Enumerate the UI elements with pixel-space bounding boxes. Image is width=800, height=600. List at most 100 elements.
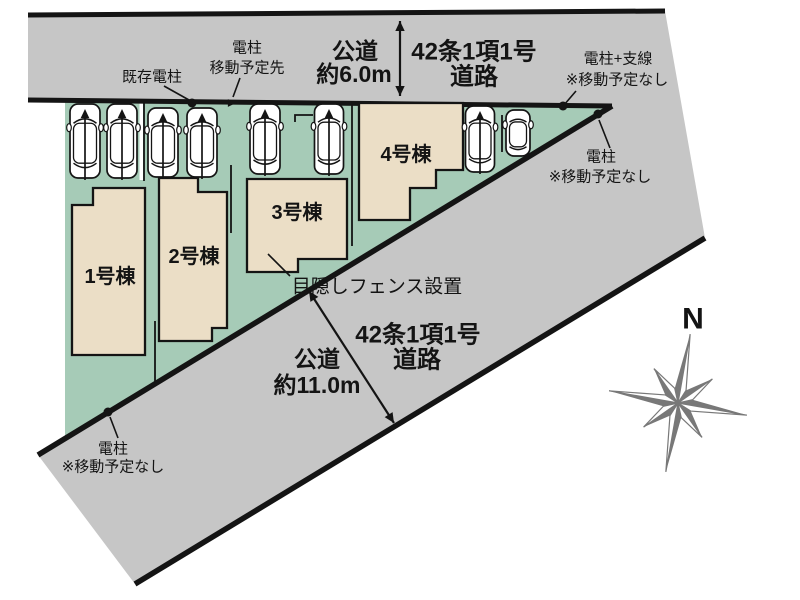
building-label: 3号棟 (271, 200, 323, 224)
parked-car (502, 109, 534, 157)
car-mirror (246, 121, 252, 132)
road-bottom-edge-top (27, 97, 613, 109)
annotation-text: 42条1項1号 (411, 39, 536, 66)
road-top-edge (27, 8, 666, 18)
car-mirror (461, 122, 468, 132)
building-label: 4号棟 (380, 142, 432, 166)
annotation-text: 目隠しフェンス設置 (292, 276, 463, 298)
annotation-text: 移動予定先 (209, 60, 284, 77)
car-mirror (215, 125, 221, 135)
leader-line (109, 416, 119, 439)
pole-right-dot (593, 109, 603, 119)
arrow-head (475, 111, 485, 121)
annotation-text: 既存電柱 (122, 69, 182, 86)
leader-line (267, 253, 291, 277)
building-outline (157, 176, 229, 343)
arrow-head (395, 21, 405, 31)
car-mirror (310, 121, 317, 132)
building-3: 3号棟 (245, 177, 349, 274)
car-mirror (528, 120, 534, 130)
annotation-privacy-fence: 目隠しフェンス設置 (267, 253, 463, 298)
building-label: 1号棟 (84, 264, 136, 288)
leader-line (163, 85, 190, 101)
annotation-text: ※移動予定なし (566, 72, 669, 89)
car-mirror (502, 120, 508, 130)
compass-arm-dark (665, 403, 682, 472)
pole-bottom-dot (103, 407, 113, 417)
lot3-porch-line (294, 114, 313, 122)
car-mirror (144, 125, 150, 135)
annotation-text: ※移動予定なし (62, 459, 165, 476)
car-mirror (66, 123, 72, 133)
compass-arm-light (677, 402, 703, 438)
building-2: 2号棟 (157, 176, 229, 343)
building-1: 1号棟 (70, 186, 147, 357)
pole-relocation-dashed-arrow (197, 99, 236, 107)
arrow-head (227, 99, 236, 107)
lot-divider-gap (139, 101, 143, 180)
annotation-text: 電柱 (98, 441, 128, 458)
annotation-text: 道路 (450, 63, 499, 91)
annotation-pole-with-wire: 電柱+支線※移動予定なし (563, 51, 669, 106)
car-direction-arrow (260, 109, 270, 176)
leader-line (598, 119, 611, 149)
road-width-arrow-11m (308, 290, 395, 424)
car-roof (508, 121, 528, 148)
car-direction-arrow (475, 111, 485, 174)
arrow-head (117, 109, 127, 119)
leader-line (232, 77, 241, 98)
arrow-head (384, 412, 394, 423)
compass-rose: N (608, 303, 748, 473)
car-direction-arrow (117, 109, 127, 180)
car-mirror (278, 121, 284, 132)
car-direction-arrow (80, 109, 90, 180)
arrow-head (260, 109, 270, 119)
property-diagonal-boundary (36, 103, 614, 458)
car-windshield (509, 118, 527, 123)
car-mirror (103, 123, 109, 133)
road-outer-edge-bottom (133, 235, 707, 587)
annotation-pole-right: 電柱※移動予定なし (549, 119, 652, 186)
compass-arm-dark (678, 399, 747, 416)
building-outline (70, 186, 147, 357)
arrow-head (324, 109, 334, 119)
building-label: 2号棟 (168, 244, 220, 268)
car-direction-arrow (158, 113, 168, 179)
annotation-text: 電柱 (232, 40, 262, 57)
annotation-pole-bottom: 電柱※移動予定なし (62, 416, 165, 476)
car-mirror (176, 125, 182, 135)
car-direction-arrow (197, 113, 207, 179)
compass-arm-dark (609, 390, 678, 407)
annotation-text: 約6.0m (316, 61, 391, 87)
annotation-text: ※移動予定なし (549, 169, 652, 186)
car-rear-window (509, 146, 527, 151)
arrow-head (158, 113, 168, 123)
car-body (505, 109, 531, 157)
annotation-text: 42条1項1号 (355, 322, 480, 349)
annotation-text: 道路 (393, 346, 442, 374)
arrow-line (308, 290, 395, 424)
annotation-text: 公道 (332, 38, 378, 64)
building-outline (245, 177, 349, 274)
car-mirror (98, 123, 104, 133)
car-mirror (492, 122, 499, 132)
car-mirror (135, 123, 141, 133)
annotation-text: 約11.0m (274, 372, 361, 398)
leader-line (563, 90, 577, 106)
car-mirror (183, 125, 189, 135)
compass-arm-dark (674, 334, 691, 403)
existing-pole-dot (187, 98, 197, 108)
car-direction-arrow (324, 109, 334, 176)
annotation-existing-pole: 既存電柱 (122, 69, 190, 101)
road-width-arrow-6m (395, 21, 405, 96)
building-4: 4号棟 (357, 101, 465, 222)
compass-arm-light (653, 368, 679, 404)
car-mirror (341, 121, 348, 132)
